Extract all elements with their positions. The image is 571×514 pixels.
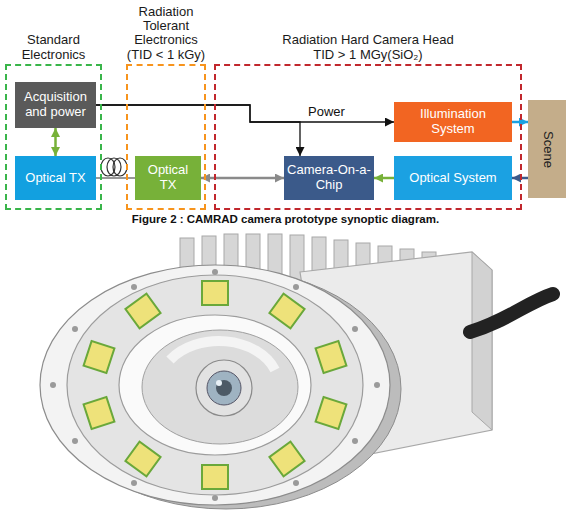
- cable: [470, 294, 553, 332]
- box-label: Scene: [540, 131, 555, 168]
- group-title: Radiation Hard Camera Head: [253, 33, 483, 47]
- group-region: Radiation Tolerant Electronics(TID < 1 k…: [126, 64, 206, 210]
- recess: [142, 330, 298, 444]
- group-heading: Standard Electronics: [8, 33, 100, 62]
- box-label: Illumination System: [397, 107, 509, 137]
- connector-arrow: [512, 177, 528, 180]
- box-content: Illumination System: [397, 107, 509, 137]
- edge-label: Power: [306, 104, 347, 119]
- figure-caption: Figure 2 : CAMRAD camera prototype synop…: [0, 213, 571, 225]
- process-box: Acquisition and power: [15, 82, 96, 128]
- process-box: Optical TX: [15, 156, 96, 200]
- lens-housing: [196, 360, 252, 416]
- group-region: Radiation Hard Camera HeadTID > 1 MGy(Si…: [214, 64, 522, 210]
- connector-arrow: [374, 177, 394, 180]
- group-title: TID > 1 MGy(SiO₂): [253, 48, 483, 62]
- group-heading: Radiation Hard Camera HeadTID > 1 MGy(Si…: [253, 33, 483, 62]
- box-content: Scene: [529, 142, 566, 157]
- connector-arrow: [96, 105, 394, 122]
- lens: [207, 371, 241, 405]
- group-title: Radiation Tolerant Electronics: [120, 5, 212, 48]
- flange: [40, 265, 390, 505]
- box-label: Optical System: [409, 171, 496, 186]
- process-box: Illumination System: [394, 102, 512, 142]
- process-box: Camera-On-a-Chip: [284, 156, 374, 200]
- box-label: Camera-On-a-Chip: [287, 163, 371, 193]
- box-content: Optical System: [409, 171, 496, 186]
- process-box: Optical TX: [135, 156, 201, 200]
- box-content: Optical TX: [25, 171, 85, 186]
- inner-ring: [119, 315, 311, 455]
- lens-pupil: [216, 380, 232, 396]
- bolt-holes: [50, 269, 380, 501]
- camera-body-side: [472, 252, 492, 430]
- box-label: Optical TX: [25, 171, 85, 186]
- group-title: Standard Electronics: [8, 33, 100, 62]
- connector-arrow: [54, 128, 57, 156]
- led-array: [84, 281, 347, 489]
- box-content: Optical TX: [138, 163, 198, 193]
- led-ring: [67, 275, 363, 495]
- group-region: Standard ElectronicsAcquisition and powe…: [5, 64, 102, 210]
- connector-arrow: [512, 121, 528, 124]
- box-label: Acquisition and power: [18, 90, 93, 120]
- box-content: Acquisition and power: [18, 90, 93, 120]
- box-label: Optical TX: [138, 163, 198, 193]
- group-title: (TID < 1 kGy): [120, 48, 212, 62]
- box-content: Camera-On-a-Chip: [287, 163, 371, 193]
- fiber-coil: [101, 158, 127, 176]
- scene-box: Scene: [528, 100, 566, 198]
- lens-glint: [216, 380, 222, 386]
- process-box: Optical System: [394, 156, 512, 200]
- group-heading: Radiation Tolerant Electronics(TID < 1 k…: [120, 5, 212, 62]
